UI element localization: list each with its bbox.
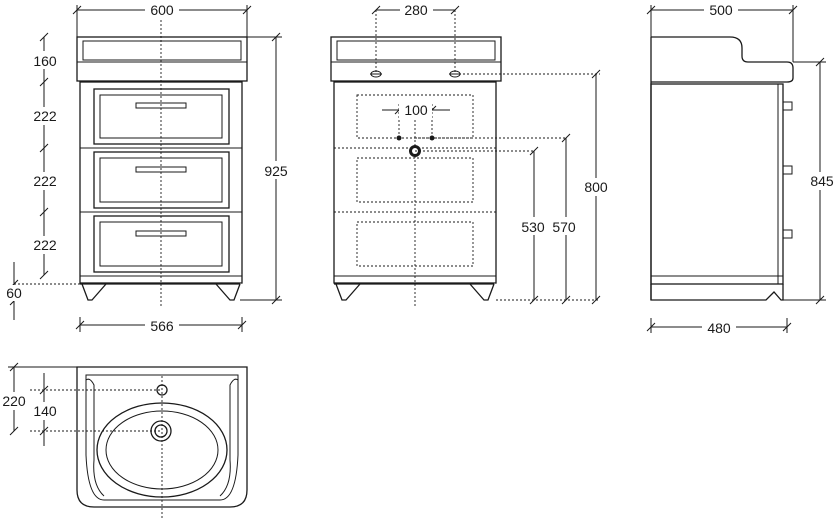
- dim-drawer-2: 222: [33, 173, 57, 189]
- dim-height-570: 570: [552, 219, 576, 235]
- dim-drawer-3: 222: [33, 237, 57, 253]
- dim-front-width-top: 600: [150, 2, 174, 18]
- basin-top-view: [30, 366, 248, 520]
- rear-dimensions: 280 100 530 570 800: [371, 2, 613, 305]
- dim-tap-spacing: 100: [404, 102, 428, 118]
- dim-height-530: 530: [521, 219, 545, 235]
- dim-side-depth-top: 500: [709, 2, 733, 18]
- dim-front-width-bottom: 566: [150, 318, 174, 334]
- dim-height-800: 800: [584, 179, 608, 195]
- dim-basin-hole-offset: 140: [33, 403, 57, 419]
- drawer-1: [93, 88, 230, 145]
- rear-view: [330, 10, 502, 308]
- drawer-2: [93, 151, 230, 209]
- dim-holes-spacing: 280: [404, 2, 428, 18]
- side-view: [650, 36, 794, 301]
- dim-drawer-1: 222: [33, 108, 57, 124]
- side-dimensions: 500 480 845: [646, 2, 837, 336]
- dim-legs-height: 60: [6, 285, 22, 301]
- dim-front-height-total: 925: [264, 163, 288, 179]
- dim-basin-depth: 220: [2, 393, 26, 409]
- dim-side-depth-bottom: 480: [707, 320, 731, 336]
- drawer-3: [93, 215, 230, 273]
- dim-sink-top-height: 160: [33, 53, 57, 69]
- front-view: [76, 16, 248, 308]
- dim-side-height: 845: [810, 173, 834, 189]
- front-dimensions: 600 566 160 222 222 222 60 925: [4, 2, 290, 334]
- basin-dimensions: 220 140: [0, 362, 77, 446]
